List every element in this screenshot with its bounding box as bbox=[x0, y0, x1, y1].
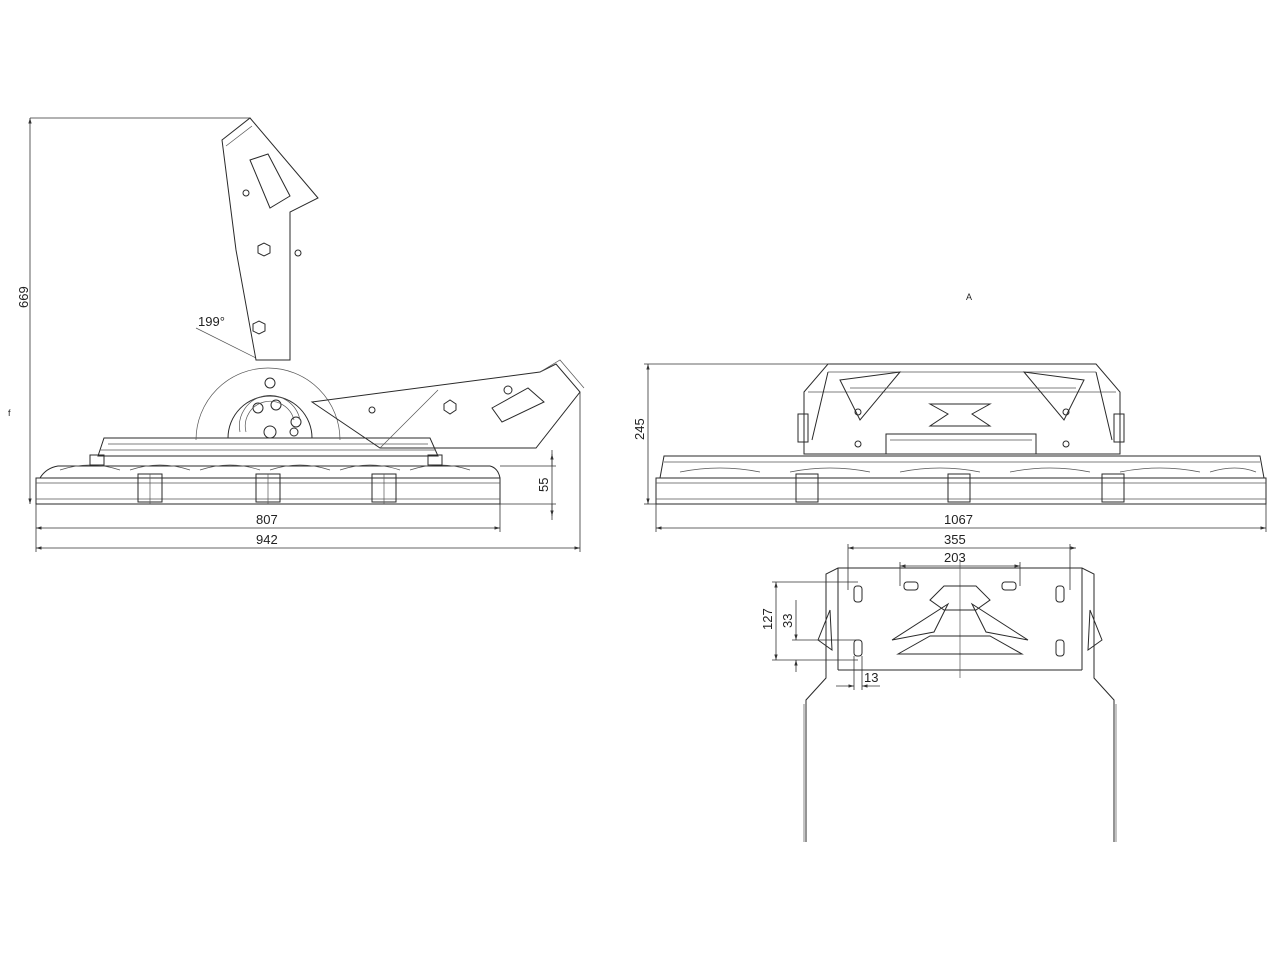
side-overall-width-label: 942 bbox=[256, 532, 278, 547]
svg-text:f: f bbox=[8, 408, 11, 418]
bracket-cutouts bbox=[853, 581, 1065, 657]
bracket-slot-label: 13 bbox=[864, 670, 878, 685]
bracket-dim-355: 355 bbox=[847, 532, 1076, 590]
front-dim-width: 1067 bbox=[655, 504, 1267, 532]
side-dim-height: 669 f bbox=[8, 117, 250, 504]
bracket-outer-spacing-label: 355 bbox=[944, 532, 966, 547]
side-dim-base: 55 bbox=[500, 450, 556, 520]
view-letter: A bbox=[966, 292, 972, 302]
front-width-label: 1067 bbox=[944, 512, 973, 527]
side-angle-label: 199° bbox=[198, 314, 225, 329]
side-pivot-hub bbox=[227, 395, 313, 439]
front-height-label: 245 bbox=[632, 418, 647, 440]
bracket-inner-spacing-label: 203 bbox=[944, 550, 966, 565]
side-view: 669 f 199° 55 807 942 bbox=[8, 117, 585, 552]
bracket-view: 355 203 127 33 13 bbox=[760, 532, 1117, 842]
front-mount-frame bbox=[797, 363, 1125, 455]
side-dim-overall-width: 942 bbox=[36, 392, 581, 552]
side-frame-rail bbox=[89, 437, 443, 466]
bracket-outer-vertical-label: 127 bbox=[760, 608, 775, 630]
bracket-outline bbox=[803, 560, 1117, 842]
side-arm-upright bbox=[221, 117, 319, 389]
angle-arc bbox=[195, 367, 341, 441]
front-dim-height: 245 bbox=[632, 363, 830, 505]
bracket-dim-203: 203 bbox=[899, 550, 1021, 586]
bracket-inner-vertical-label: 33 bbox=[780, 614, 795, 628]
side-led-housing bbox=[35, 464, 501, 505]
bracket-dim-127: 127 bbox=[760, 581, 858, 661]
side-arm-folded bbox=[310, 359, 585, 449]
side-height-label: 669 bbox=[16, 286, 31, 308]
bracket-dim-13: 13 bbox=[836, 656, 880, 690]
front-view: A bbox=[632, 292, 1267, 532]
front-led-housing bbox=[655, 455, 1267, 505]
bracket-dim-33: 33 bbox=[780, 600, 858, 672]
side-base-height-label: 55 bbox=[536, 478, 551, 492]
side-inner-width-label: 807 bbox=[256, 512, 278, 527]
side-dim-inner-width: 807 bbox=[35, 504, 501, 552]
